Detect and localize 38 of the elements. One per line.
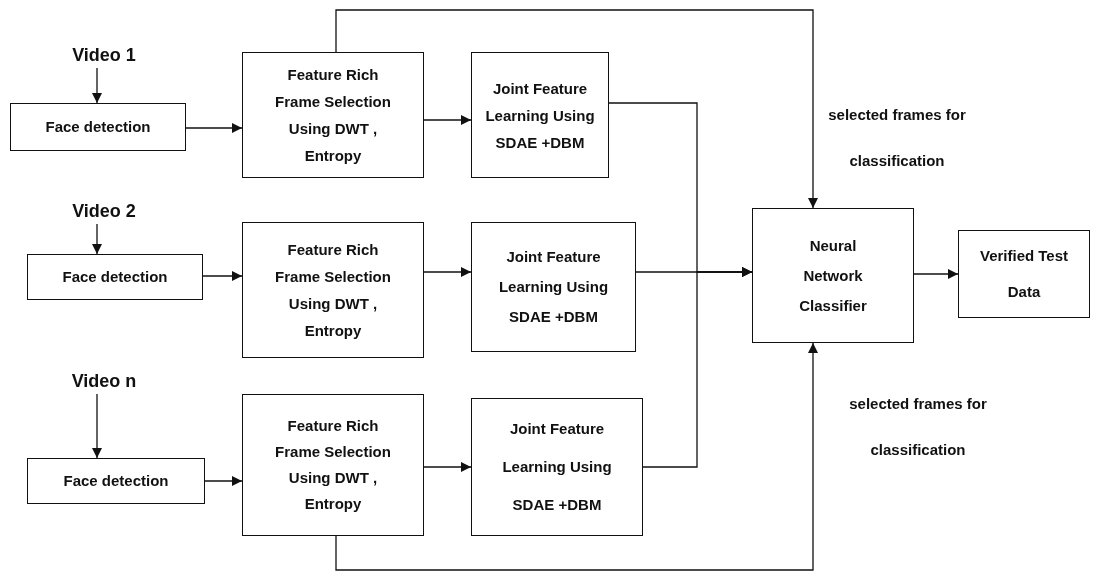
box-text: Feature Rich Frame Selection Using DWT , Entropy bbox=[274, 65, 392, 166]
arrow bbox=[92, 67, 102, 104]
arrow bbox=[642, 267, 753, 468]
input-label: Video 1 bbox=[72, 45, 136, 65]
arrow bbox=[185, 123, 243, 133]
arrow bbox=[92, 393, 102, 459]
arrow bbox=[423, 462, 472, 472]
arrow bbox=[202, 271, 243, 281]
arrow bbox=[335, 342, 818, 571]
process-box bbox=[752, 208, 914, 343]
box-text: Neural Network Classifier bbox=[798, 235, 868, 316]
box-text: Feature Rich Frame Selection Using DWT , Entropy bbox=[274, 416, 392, 514]
arrow bbox=[423, 115, 472, 125]
process-box bbox=[471, 52, 609, 178]
box-text: Feature Rich Frame Selection Using DWT , Entropy bbox=[274, 240, 392, 341]
arrow bbox=[92, 223, 102, 255]
process-box bbox=[10, 103, 186, 151]
arrow bbox=[423, 267, 472, 277]
process-box bbox=[242, 222, 424, 358]
box-text: Joint Feature Learning Using SDAE +DBM bbox=[484, 78, 596, 153]
process-box bbox=[242, 394, 424, 536]
process-box bbox=[27, 458, 205, 504]
arrow bbox=[913, 269, 959, 279]
process-box bbox=[471, 222, 636, 352]
process-box bbox=[242, 52, 424, 178]
box-text: Face detection bbox=[61, 267, 169, 287]
process-box bbox=[958, 230, 1090, 318]
arrow bbox=[204, 476, 243, 486]
arrow bbox=[335, 9, 818, 209]
box-text: Joint Feature Learning Using SDAE +DBM bbox=[497, 247, 610, 327]
box-text: Joint Feature Learning Using SDAE +DBM bbox=[501, 419, 613, 515]
input-label: Video 2 bbox=[72, 201, 136, 221]
box-text: Face detection bbox=[44, 117, 152, 137]
box-text: Verified Test Data bbox=[979, 246, 1069, 302]
process-box bbox=[471, 398, 643, 536]
input-label: Video n bbox=[71, 371, 137, 391]
process-box bbox=[27, 254, 203, 300]
box-text: Face detection bbox=[62, 471, 170, 491]
